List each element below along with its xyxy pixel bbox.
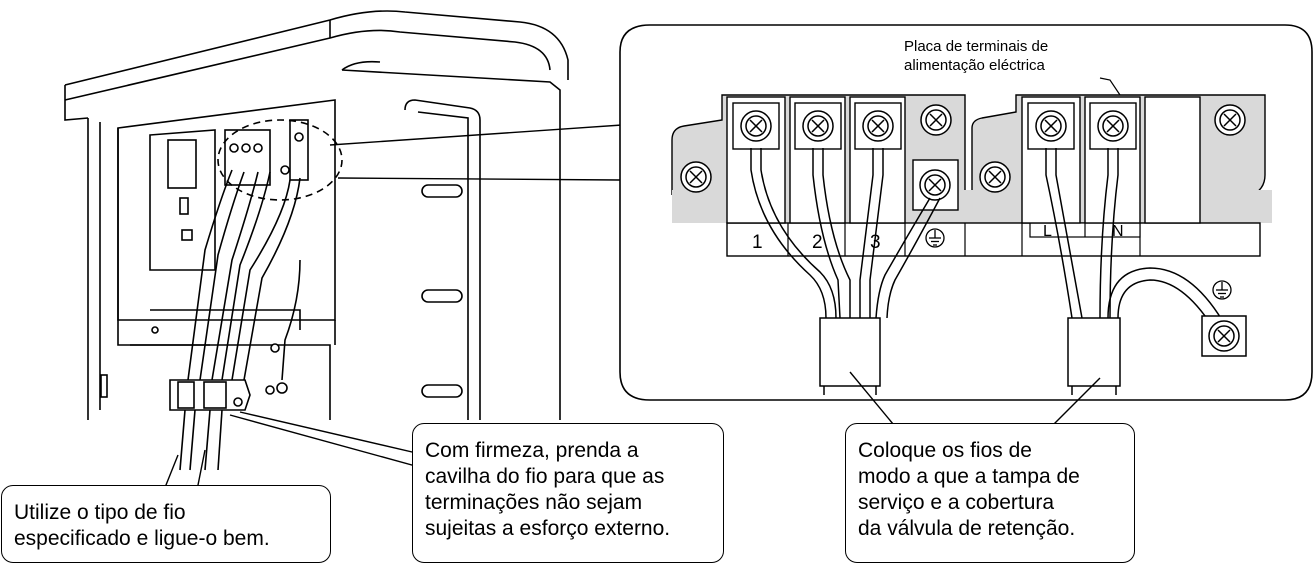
terminal-number-1: 1 — [752, 232, 763, 253]
callout-line: serviço e a cobertura — [858, 491, 1055, 514]
callout-line: terminações não sejam — [425, 491, 643, 514]
callout-line: da válvula de retenção. — [858, 517, 1076, 540]
callout-service-cover: Coloque os fios de modo a que a tampa de… — [845, 423, 1135, 563]
terminal-board-label-line-2: alimentação eléctrica — [904, 57, 1045, 74]
terminal-number-2: 2 — [812, 232, 823, 253]
ground-symbol-icon — [1212, 280, 1232, 300]
callout-line: Com firmeza, prenda a — [425, 439, 639, 462]
signal-wires — [750, 148, 941, 395]
callout-line: cavilha do fio para que as — [425, 465, 665, 488]
callout-line: Coloque os fios de — [858, 439, 1032, 462]
terminal-label-n: N — [1112, 223, 1124, 240]
terminal-board-label-line-1: Placa de terminais de — [904, 38, 1049, 55]
screw-icons — [680, 104, 1246, 201]
outdoor-unit — [64, 10, 569, 471]
power-wires — [1045, 148, 1223, 395]
detail-view: 1 2 3 L N — [619, 24, 1313, 401]
callout-line: sujeitas a esforço externo. — [425, 517, 671, 540]
callout-line: Utilize o tipo de fio — [14, 501, 186, 524]
terminal-board-label: Placa de terminais de alimentação eléctr… — [904, 37, 1048, 75]
callout-line: modo a que a tampa de — [858, 465, 1080, 488]
terminal-number-3: 3 — [870, 232, 881, 253]
callout-cable-clamp: Com firmeza, prenda a cavilha do fio par… — [412, 423, 724, 563]
leader-lines-left — [159, 124, 623, 501]
earth-terminal — [1201, 315, 1247, 357]
ground-symbol-icon — [925, 228, 945, 248]
callout-wire-type: Utilize o tipo de fio especificado e lig… — [1, 485, 331, 563]
terminal-label-l: L — [1043, 223, 1052, 240]
callout-line: especificado e ligue-o bem. — [14, 527, 270, 550]
